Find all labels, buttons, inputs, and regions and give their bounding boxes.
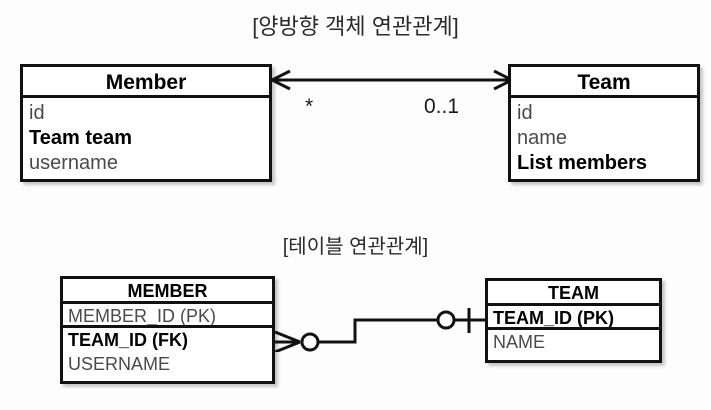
erd-table-team-name: TEAM	[488, 281, 659, 306]
uml-attribute-list-members: List members	[517, 152, 648, 174]
uml-attribute-name: name	[517, 127, 568, 149]
association-line-bidirectional	[268, 70, 516, 90]
crows-foot-icon	[274, 330, 301, 352]
uml-class-member-name: Member	[23, 67, 269, 98]
erd-column-team-id-pk: TEAM_ID (PK)	[488, 306, 659, 330]
erd-column-name: NAME	[493, 332, 546, 352]
erd-table-member-name: MEMBER	[63, 279, 272, 304]
optional-circle-icon-left	[300, 332, 320, 352]
erd-column-member-id: MEMBER_ID (PK)	[63, 304, 272, 328]
uml-class-team-attributes: id name List members	[511, 98, 697, 176]
erd-relationship-connector	[274, 308, 492, 352]
uml-class-member: Member id Team team username	[20, 64, 272, 182]
uml-class-team-name: Team	[511, 67, 697, 98]
uml-class-team: Team id name List members	[508, 64, 700, 182]
uml-attribute-team-id: id	[517, 102, 533, 124]
uml-class-member-attributes: id Team team username	[23, 98, 269, 176]
multiplicity-target: 0..1	[424, 95, 460, 118]
erd-column-team-id-fk: TEAM_ID (FK)	[68, 330, 188, 350]
erd-table-member: MEMBER MEMBER_ID (PK) TEAM_ID (FK) USERN…	[60, 276, 275, 384]
uml-attribute-team-team: Team team	[29, 127, 133, 149]
erd-column-username: USERNAME	[68, 354, 171, 374]
optional-circle-icon-right	[436, 310, 456, 330]
uml-attribute-id: id	[29, 102, 45, 124]
erd-table-team: TEAM TEAM_ID (PK) NAME	[485, 278, 662, 363]
uml-attribute-username: username	[29, 152, 118, 174]
multiplicity-source: *	[305, 95, 314, 118]
erd-table-member-columns: MEMBER_ID (PK) TEAM_ID (FK) USERNAME	[63, 304, 272, 376]
erd-table-team-columns: TEAM_ID (PK) NAME	[488, 306, 659, 354]
table-section-title: [테이블 연관관계]	[282, 236, 429, 258]
object-section-title: [양방향 객체 연관관계]	[252, 14, 459, 39]
